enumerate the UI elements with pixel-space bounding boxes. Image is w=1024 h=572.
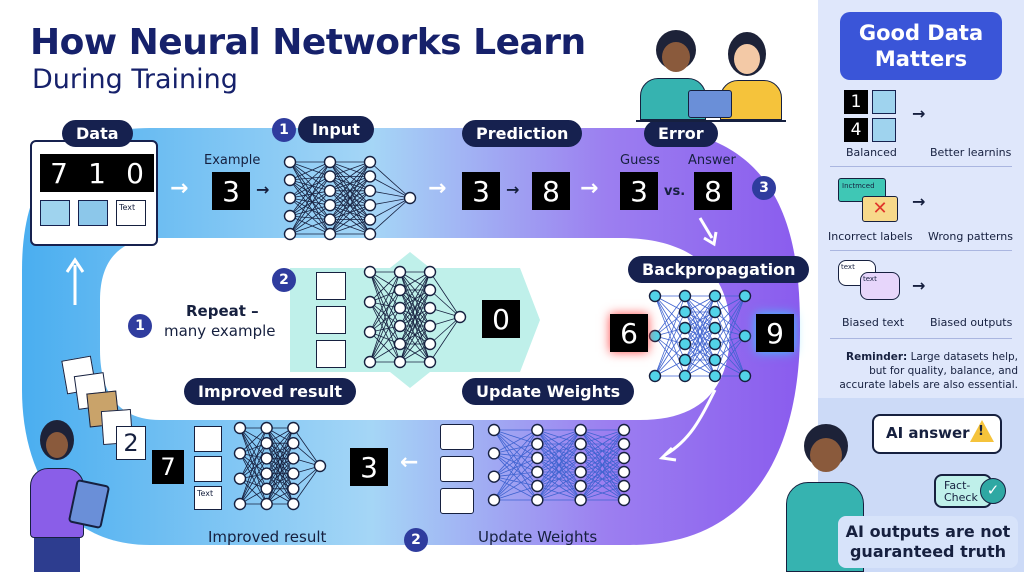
side-digit-4: 4	[844, 118, 868, 142]
stage-data-pill: Data	[62, 120, 133, 147]
step-number-2b: 2	[404, 528, 428, 552]
stage-improved-pill: Improved result	[184, 378, 357, 405]
arrow-right: →	[428, 176, 447, 201]
prediction-out-digit: 8	[532, 172, 570, 210]
side-divider	[830, 250, 1012, 251]
vs-label: vs.	[664, 184, 686, 199]
prediction-in-digit: 3	[462, 172, 500, 210]
x-icon: ✕	[862, 196, 898, 222]
step-number-2: 2	[272, 268, 296, 292]
backprop-left-digit: 6	[610, 314, 648, 352]
repeat-out-digit: 0	[482, 300, 520, 338]
backprop-right-digit: 9	[756, 314, 794, 352]
repeat-label: Repeat –	[186, 302, 259, 320]
guess-label: Guess	[620, 153, 660, 168]
balanced-label: Balanced	[846, 146, 897, 159]
step-number-3: 3	[752, 176, 776, 200]
ai-answer-text: AI answer	[886, 424, 970, 442]
stack-digit-card: 2	[116, 426, 146, 460]
slider-icon	[440, 456, 474, 482]
arrow-right: →	[170, 176, 189, 201]
answer-digit: 8	[694, 172, 732, 210]
warning-icon	[970, 420, 994, 442]
repeat-input-3	[316, 340, 346, 368]
input-digit: 3	[212, 172, 250, 210]
improved-input-3: Text	[194, 486, 222, 510]
repeat-panel	[290, 252, 540, 388]
slider-icon	[440, 488, 474, 514]
person-icon	[636, 30, 786, 122]
side-divider	[830, 338, 1012, 339]
stack-digit: 2	[123, 429, 139, 457]
warning-mark: !	[978, 424, 984, 439]
text-doc-icon: Text	[116, 200, 146, 226]
stage-backprop-pill: Backpropagation	[628, 256, 810, 283]
incorrect-labels-label: Incorrect labels	[828, 230, 913, 243]
check-icon: ✓	[980, 478, 1006, 504]
answer-label: Answer	[688, 153, 736, 168]
arrow-right: →	[506, 180, 520, 199]
update-weights-label: Update Weights	[478, 528, 598, 546]
text-card-label: text	[863, 275, 877, 283]
page-title: How Neural Networks Learn	[30, 22, 586, 63]
reminder-text: Reminder: Large datasets help, but for q…	[826, 350, 1018, 392]
text-card-label: text	[841, 263, 855, 271]
image-icon	[872, 118, 896, 142]
sidebar-title: Good Data Matters	[840, 12, 1002, 80]
improved-result-label: Improved result	[208, 528, 327, 546]
repeat-input-2	[316, 306, 346, 334]
arrow-right: →	[912, 104, 926, 123]
stage-input-pill: Input	[298, 116, 374, 143]
text-doc-label: Text	[119, 203, 136, 212]
text-doc-label: Text	[197, 489, 214, 498]
improved-input-2	[194, 456, 222, 482]
image-icon	[78, 200, 108, 226]
better-label: Better learnins	[930, 146, 1012, 159]
text-bubble-icon: text	[860, 272, 900, 300]
stage-prediction-pill: Prediction	[462, 120, 583, 147]
wrong-patterns-label: Wrong patterns	[928, 230, 1013, 243]
repeat-input-1	[316, 272, 346, 300]
step-number-1b: 1	[128, 314, 152, 338]
arrow-right: →	[580, 176, 599, 201]
ai-warning-box: AI outputs are not guaranteed truth	[838, 516, 1018, 568]
arrow-right: →	[912, 192, 926, 211]
fact-check-bubble: Fact-Check	[934, 474, 992, 508]
arrow-right: →	[912, 276, 926, 295]
data-digit-1: 7	[40, 154, 78, 192]
neural-net-icon	[363, 265, 467, 369]
improved-input-1	[194, 426, 222, 452]
page-subtitle: During Training	[32, 64, 238, 95]
many-example-label: many example	[164, 322, 276, 340]
data-digit-2: 1	[78, 154, 116, 192]
fact-check-text: Fact-Check	[944, 479, 978, 504]
improved-left-digit: 7	[152, 450, 184, 484]
data-digit-3: 0	[116, 154, 154, 192]
neural-net-icon	[233, 421, 327, 511]
side-divider	[830, 166, 1012, 167]
guess-digit: 3	[620, 172, 658, 210]
example-label: Example	[204, 153, 261, 168]
stage-update-pill: Update Weights	[462, 378, 635, 405]
person-icon	[26, 420, 88, 572]
slider-icon	[440, 424, 474, 450]
biased-text-label: Biased text	[842, 316, 905, 329]
stage-error-pill: Error	[644, 120, 718, 147]
image-icon	[40, 200, 70, 226]
side-digit-1: 1	[844, 90, 868, 114]
biased-outputs-label: Biased outputs	[930, 316, 1013, 329]
step-number-1: 1	[272, 118, 296, 142]
improved-out-digit: 3	[350, 448, 388, 486]
neural-net-icon	[487, 423, 631, 507]
arrow-left: ←	[400, 450, 419, 475]
arrow-right: →	[256, 180, 270, 199]
neural-net-icon	[648, 289, 752, 383]
incorrect-card-text: Inctmced	[842, 182, 875, 190]
reminder-bold: Reminder:	[845, 351, 908, 363]
reminder-body: Large datasets help, but for quality, ba…	[839, 351, 1018, 391]
neural-net-icon	[283, 155, 417, 241]
image-icon	[872, 90, 896, 114]
